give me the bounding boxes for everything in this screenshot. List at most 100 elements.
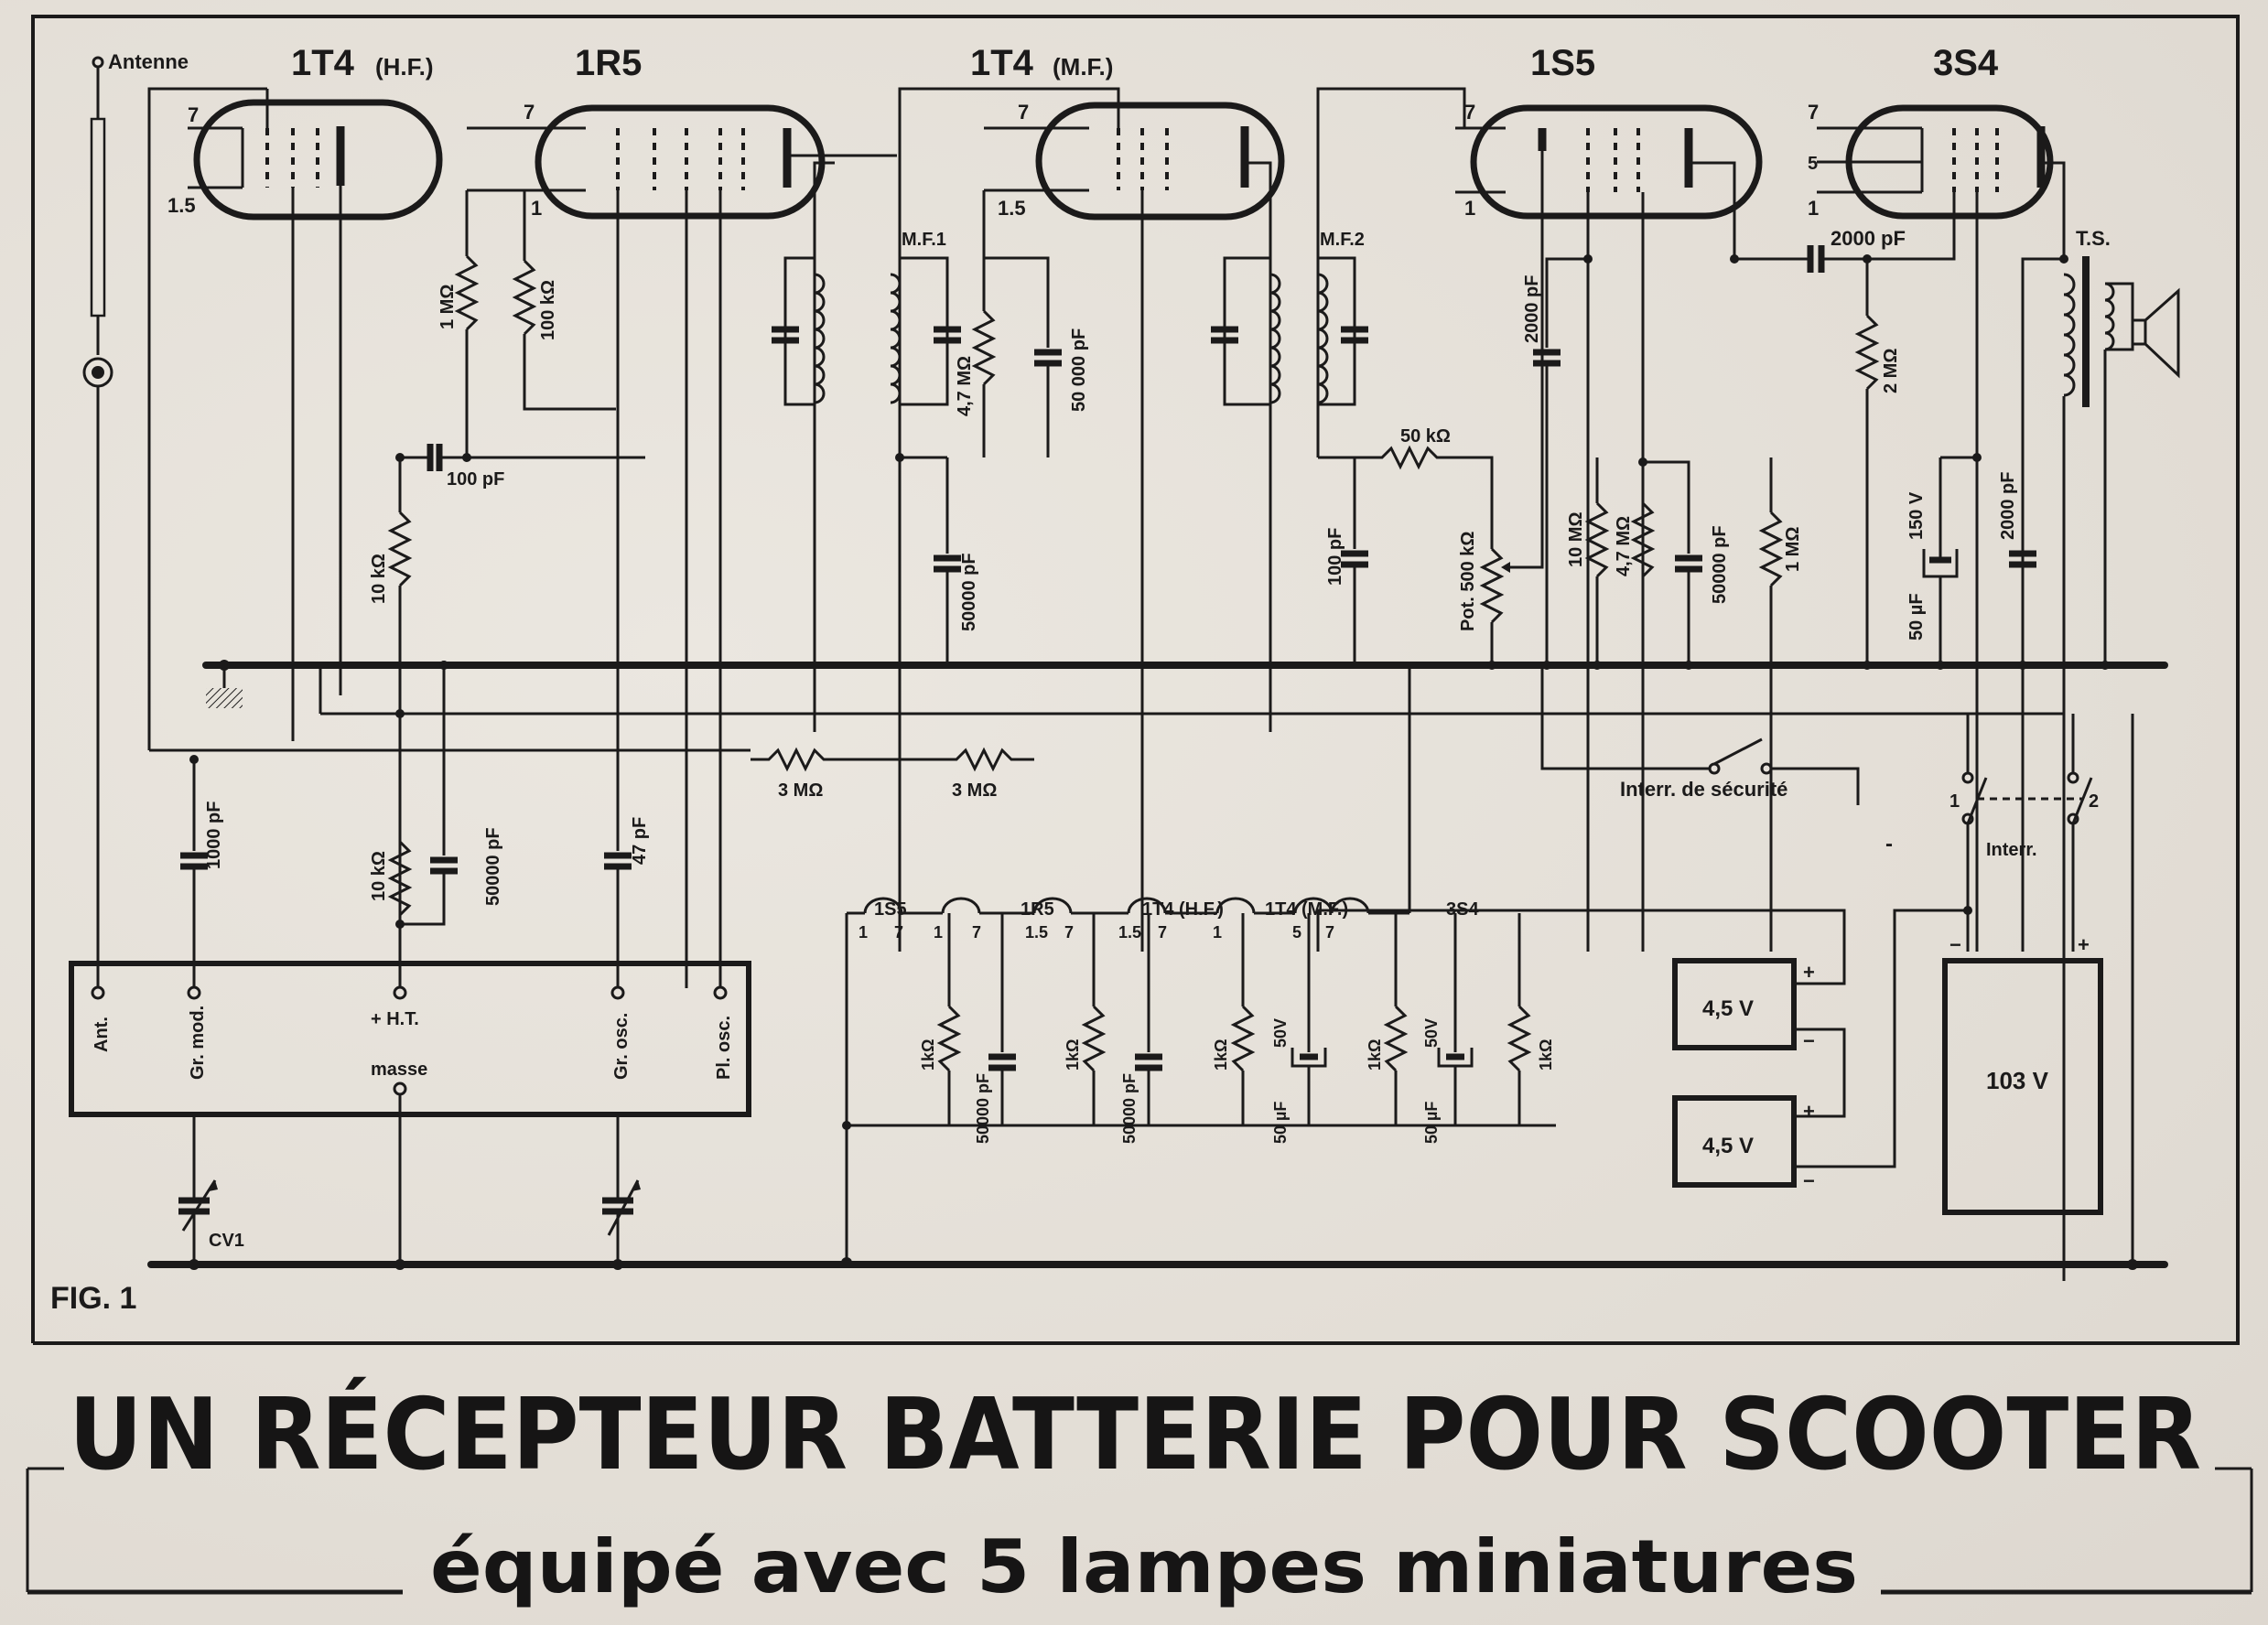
safety-switch-label: Interr. de sécurité [1620, 778, 1787, 801]
resistor-2m: 2 MΩ [1854, 254, 1901, 665]
tube-1s5: 1S5 7 1 [1455, 43, 1763, 952]
pin-label: 7 [1064, 923, 1074, 942]
article-title: UN RÉCEPTEUR BATTERIE POUR SCOOTER [69, 1376, 2201, 1492]
output-transformer: T.S. [2021, 227, 2134, 1281]
safety-switch[interactable]: Interr. de sécurité [1540, 665, 1860, 805]
pin-label: 7 [972, 923, 981, 942]
pin-label: 1.5 [167, 194, 196, 217]
capacitor-50uf-150v: 150 V 50 µF [1906, 453, 1982, 665]
variable-capacitor-osc [602, 1114, 641, 1263]
value-label: 1 MΩ [437, 285, 458, 329]
value-label: 150 V [1906, 491, 1927, 540]
pin-label: 5 [1808, 154, 1818, 174]
value-label: 1kΩ [1212, 1039, 1230, 1071]
antenna-label: Antenne [108, 50, 189, 73]
value-label: 100 pF [447, 469, 504, 490]
pin-label: 1.5 [1025, 923, 1048, 942]
pin-label: 1.5 [998, 197, 1026, 220]
capacitor-2000pf-coupling: 2000 pF [1730, 192, 1956, 273]
battery-4-5v-bottom: 4,5 V + − [1672, 909, 1968, 1192]
terminal-gr-mod: Gr. mod. [188, 1006, 208, 1080]
tube-3s4: 3S4 7 5 1 [1808, 43, 2066, 952]
value-label: 50 000 pF [1069, 328, 1089, 412]
plus-sign: + [1803, 961, 1815, 984]
resistor-4-7m-1s5: 4,7 MΩ [1614, 457, 1656, 578]
tube-name: 1R5 [575, 43, 642, 83]
capacitor-2000pf-out: 2000 pF [1998, 457, 2036, 665]
pin-label: 1 [859, 923, 868, 942]
value-label: Pot. 500 kΩ [1458, 532, 1478, 631]
pin-label: 1.5 [1118, 923, 1141, 942]
value-label: 50V [1422, 1018, 1441, 1048]
transformer-mf1: M.F.1 [772, 161, 961, 732]
resistor-10m: 10 MΩ [1566, 457, 1610, 665]
resistor-50k: 50 kΩ [1316, 404, 1494, 531]
speaker-icon [2131, 287, 2180, 379]
pin-label: 5 [1292, 923, 1301, 942]
value-label: 10 MΩ [1566, 512, 1586, 568]
ground-symbol [206, 660, 243, 708]
value-label: 10 kΩ [369, 554, 389, 604]
pin-label: 7 [524, 101, 535, 124]
figure-label: FIG. 1 [50, 1281, 136, 1316]
capacitor-100pf-det: 100 pF [1325, 457, 1368, 665]
battery-voltage: 4,5 V [1702, 996, 1754, 1021]
terminal-ant: Ant. [92, 1017, 112, 1052]
value-label: 4,7 MΩ [1614, 516, 1634, 576]
tube-role: (H.F.) [375, 53, 434, 81]
transformer-mf2: M.F.2 [1211, 87, 1466, 732]
terminal-ht: + H.T. [371, 1009, 419, 1029]
value-label: 10 kΩ [369, 851, 389, 901]
terminal-gr-osc: Gr. osc. [611, 1013, 632, 1080]
figure-frame [31, 15, 2240, 1345]
value-label: 50 kΩ [1400, 426, 1451, 447]
value-label: 3 MΩ [778, 780, 823, 801]
filament-shunt-1: 1kΩ 50000 pF [919, 913, 1016, 1144]
capacitor-47pf: 47 pF [604, 695, 650, 988]
main-switch[interactable]: 1 2 - Interr. [1885, 714, 2099, 952]
value-label: 100 kΩ [538, 280, 558, 340]
pin-label: 7 [1158, 923, 1167, 942]
pole-label: 2 [2089, 791, 2099, 812]
capacitor-50000pf-bias: 50000 pF [895, 453, 979, 665]
potentiometer-500k: Pot. 500 kΩ [1458, 128, 1544, 665]
pin-label: 1 [1464, 197, 1475, 220]
capacitor-1000pf: 1000 pF [180, 755, 224, 988]
value-label: 50000 pF [974, 1073, 992, 1144]
pin-label: 7 [1018, 101, 1029, 124]
filament-tube-label: 1R5 [1021, 899, 1054, 920]
pin-label: 1 [934, 923, 943, 942]
pin-label: 7 [1464, 101, 1475, 124]
mf2-label: M.F.2 [1320, 230, 1365, 250]
value-label: 50000 pF [959, 553, 979, 631]
value-label: 50000 pF [1710, 525, 1730, 604]
value-label: 50 µF [1906, 593, 1927, 640]
value-label: 2 MΩ [1881, 349, 1901, 393]
minus-sign: - [1885, 832, 1893, 856]
value-label: 1000 pF [204, 802, 224, 869]
minus-sign: − [1949, 933, 1961, 956]
filament-shunt-5: 1kΩ [1507, 913, 1556, 1127]
filament-shunt-3: 1kΩ 50V 50 µF [1212, 913, 1327, 1144]
tube-1t4-mf: 1T4 (M.F.) 7 1.5 [898, 43, 1285, 952]
filament-chain: 1S5 1R5 1T4 (H.F.) 1T4 (M.F.) 3S4 1 7 1 … [841, 668, 1556, 1268]
battery-103v: 103 V + − [1942, 906, 2103, 1215]
pin-label: 1 [1808, 197, 1819, 220]
value-label: 2000 pF [1522, 275, 1542, 343]
capacitor-50000pf-osc: 50000 pF [400, 661, 503, 926]
value-label: 50V [1271, 1018, 1290, 1048]
pin-label: 1 [531, 197, 542, 220]
pin-label: 1 [1213, 923, 1222, 942]
tube-name: 1T4 [970, 43, 1034, 83]
terminal-pl-osc: Pl. osc. [714, 1016, 734, 1080]
filament-tube-label: 1T4 (H.F.) [1142, 899, 1224, 920]
pole-label: 1 [1949, 791, 1960, 812]
battery-voltage: 4,5 V [1702, 1134, 1754, 1158]
filament-shunt-2: 1kΩ 50000 pF [1064, 913, 1162, 1144]
value-label: 1kΩ [1537, 1039, 1555, 1071]
variable-capacitor-cv1: CV1 [178, 1114, 244, 1263]
main-switch-label: Interr. [1986, 840, 2037, 860]
capacitor-100pf: 100 pF [395, 444, 645, 490]
